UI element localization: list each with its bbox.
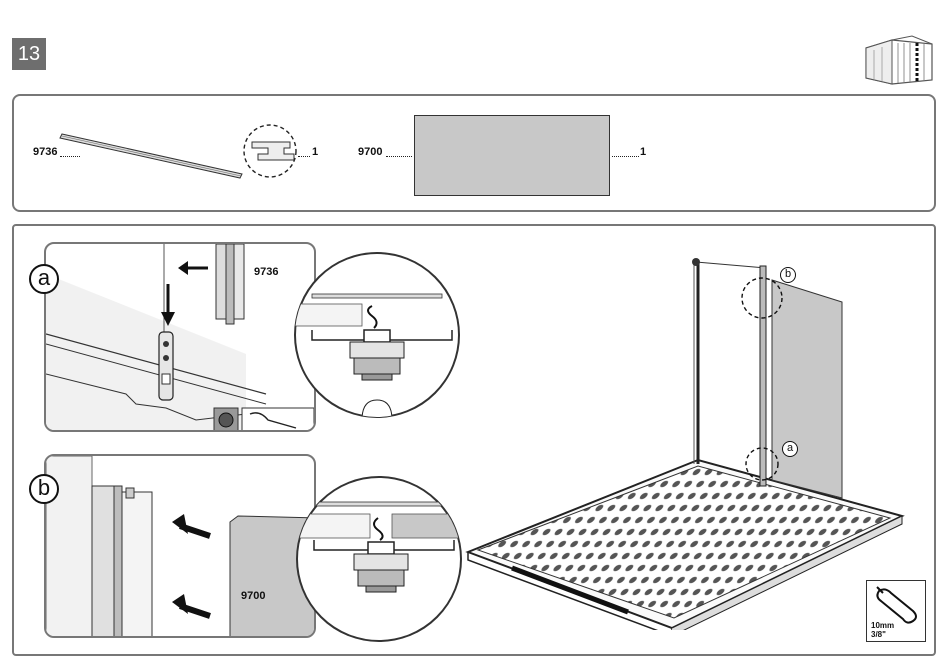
part-number-9736: 9736	[33, 146, 57, 158]
tool-required-box: 10mm 3/8"	[866, 580, 926, 642]
detail-a-part-label: 9736	[254, 266, 278, 278]
detail-a-label: a	[29, 264, 59, 294]
wall-panel-icon	[414, 115, 610, 196]
detail-b-drawing	[46, 456, 316, 638]
detail-b-inset	[44, 454, 316, 638]
wrench-icon	[873, 585, 921, 625]
leader-dots	[298, 156, 310, 157]
overview-callout-b: b	[780, 267, 796, 283]
part-quantity-9700: 1	[640, 146, 646, 158]
detail-b-part-label: 9700	[241, 590, 265, 602]
leader-dots	[612, 156, 639, 157]
tool-size-metric: 10mm	[871, 621, 894, 630]
floor-overview-drawing	[462, 250, 910, 630]
part-quantity-9736: 1	[312, 146, 318, 158]
shed-icon	[862, 34, 936, 86]
detail-b-magnifier	[294, 474, 464, 644]
tool-size-imperial: 3/8"	[871, 630, 886, 639]
overview-callout-a: a	[782, 441, 798, 457]
rail-profile-icon	[58, 124, 308, 184]
detail-a-magnifier	[292, 250, 462, 420]
detail-b-label: b	[29, 474, 59, 504]
part-number-9700: 9700	[358, 146, 382, 158]
leader-dots	[386, 156, 412, 157]
step-number-badge: 13	[12, 38, 46, 70]
